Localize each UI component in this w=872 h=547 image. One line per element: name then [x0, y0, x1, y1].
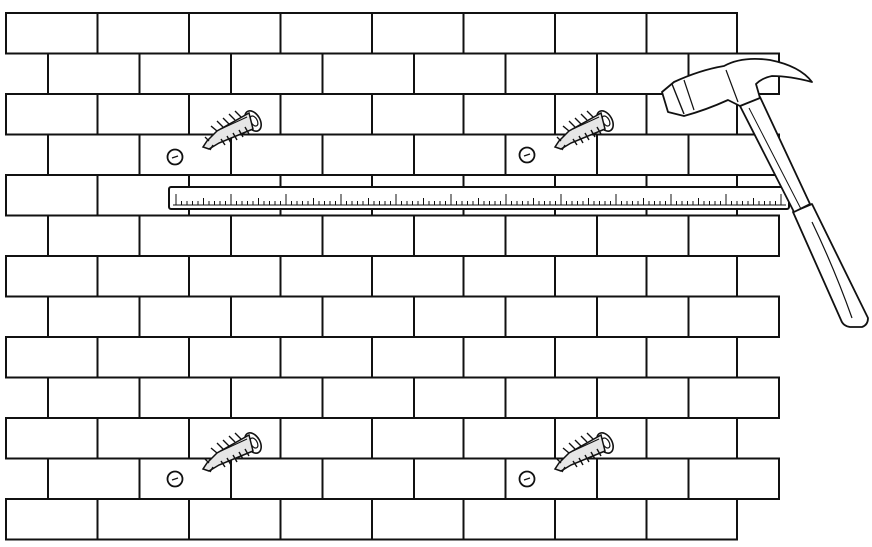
drill-hole-bottom-right — [518, 470, 536, 488]
drill-hole-top-left — [166, 148, 184, 166]
wall-plug-anchor-top-right — [554, 107, 618, 151]
wall-plug-anchor-bottom-left — [202, 429, 266, 473]
wall-plug-anchor-bottom-right — [554, 429, 618, 473]
brick-wall — [5, 12, 780, 541]
drill-hole-top-right — [518, 146, 536, 164]
claw-hammer — [661, 57, 869, 328]
wall-plug-anchor-top-left — [202, 107, 266, 151]
drill-hole-bottom-left — [166, 470, 184, 488]
measuring-ruler — [168, 186, 790, 210]
